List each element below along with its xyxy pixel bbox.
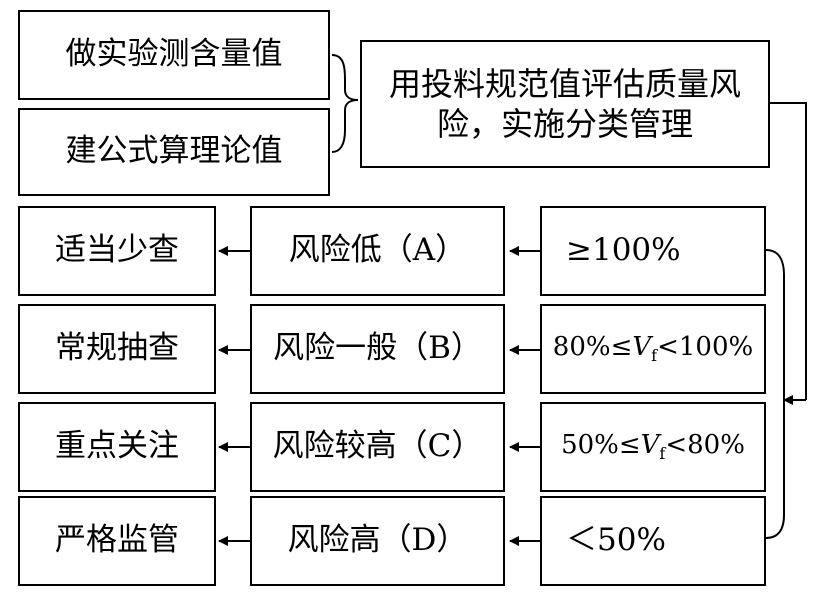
action-box-c: 重点关注	[18, 402, 216, 492]
risk-box-a: 风险低（A）	[250, 206, 505, 296]
action-label-a: 适当少查	[55, 232, 179, 269]
action-box-b: 常规抽查	[18, 304, 216, 394]
measured-value-box: 做实验测含量值	[18, 10, 330, 100]
range-box-a: ≥100%	[540, 206, 766, 296]
range-label-a: ≥100%	[566, 232, 681, 269]
risk-label-b: 风险一般（B）	[273, 330, 482, 367]
input-brace	[331, 54, 359, 153]
range-box-d: ＜50%	[540, 496, 766, 586]
range-box-c: 50%≤Vf<80%	[540, 402, 766, 492]
method-label: 用投料规范值评估质量风险，实施分类管理	[388, 65, 741, 143]
risk-box-c: 风险较高（C）	[250, 402, 505, 492]
risk-label-d: 风险高（D）	[287, 522, 468, 559]
theory-value-box: 建公式算理论值	[18, 108, 330, 196]
range-box-b: 80%≤Vf<100%	[540, 304, 766, 394]
action-box-a: 适当少查	[18, 206, 216, 296]
range-label-d: ＜50%	[566, 522, 666, 559]
action-label-c: 重点关注	[55, 428, 179, 465]
range-label-c: 50%≤Vf<80%	[561, 430, 745, 464]
risk-label-a: 风险低（A）	[288, 232, 467, 269]
action-box-d: 严格监管	[18, 496, 216, 586]
range-bracket	[765, 249, 785, 539]
action-label-b: 常规抽查	[55, 330, 179, 367]
method-box: 用投料规范值评估质量风险，实施分类管理	[360, 40, 770, 168]
action-label-d: 严格监管	[55, 522, 179, 559]
measured-value-label: 做实验测含量值	[65, 36, 283, 73]
theory-value-label: 建公式算理论值	[65, 133, 283, 170]
method-to-ranges-line	[770, 102, 807, 400]
risk-box-d: 风险高（D）	[250, 496, 505, 586]
range-label-b: 80%≤Vf<100%	[552, 332, 754, 366]
risk-box-b: 风险一般（B）	[250, 304, 505, 394]
risk-label-c: 风险较高（C）	[272, 428, 483, 465]
